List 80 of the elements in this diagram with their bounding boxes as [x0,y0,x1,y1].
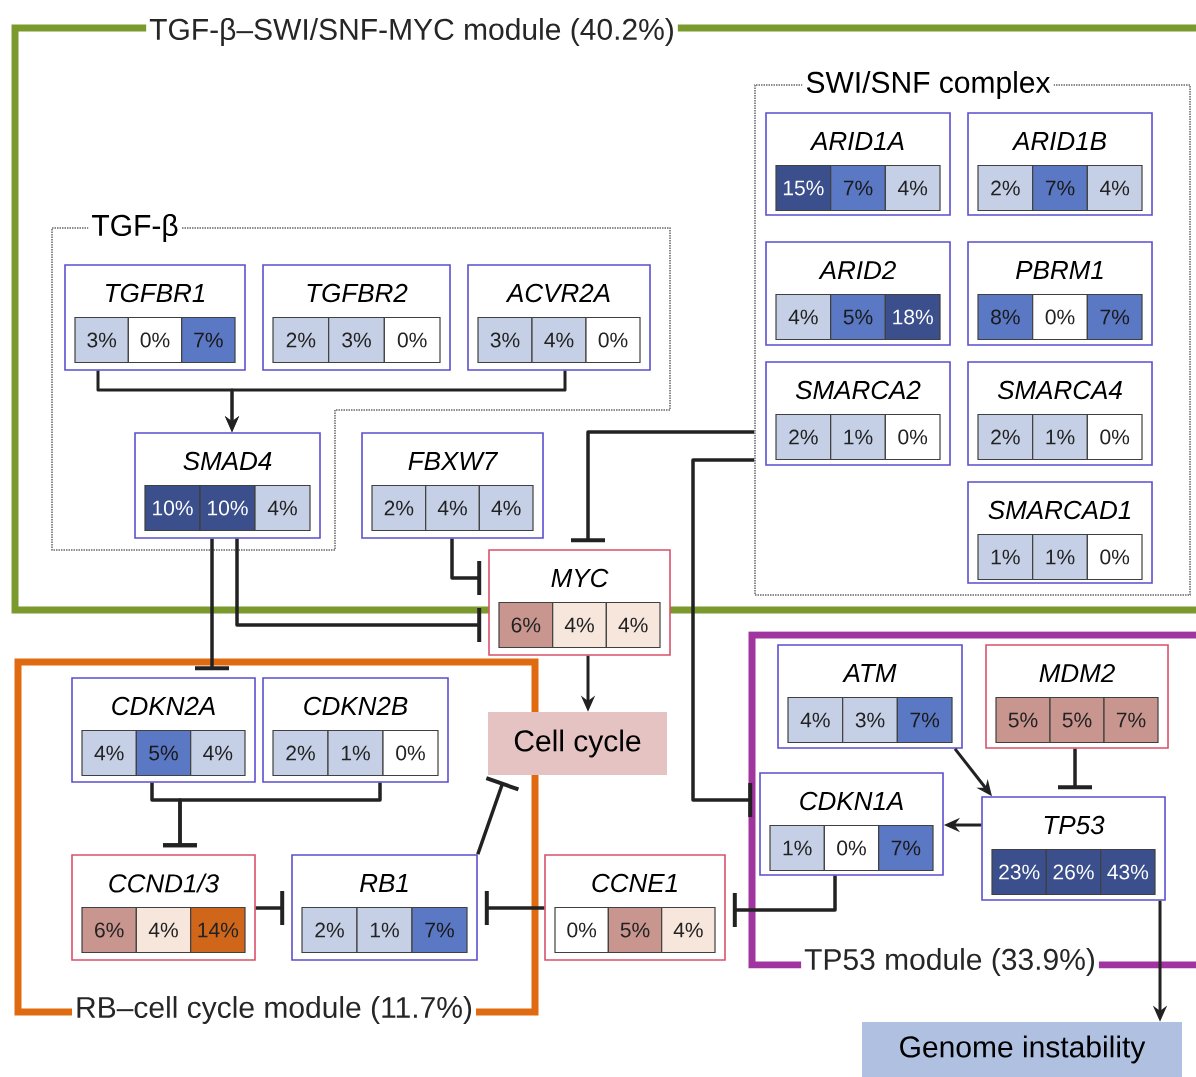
percent-cell: 4% [135,906,192,954]
outcome-box: Cell cycle [488,712,667,775]
percent-cell: 5% [830,293,886,341]
inhibition-arrow [1058,748,1092,790]
percent-cell: 1% [327,729,384,777]
percent-cell: 2% [977,164,1034,212]
percent-cell: 3% [842,696,898,744]
percent-cell: 18% [884,293,941,341]
percent-cell: 0% [1086,413,1143,461]
percent-cell: 23% [991,848,1047,896]
percent-cell: 0% [884,413,941,461]
percent-cell: 4% [81,729,137,777]
percent-cell: 1% [356,906,413,954]
percent-cell: 3% [328,316,385,364]
percent-cell: 1% [1032,413,1088,461]
percent-cell: 0% [554,906,609,954]
percent-cell: 1% [769,824,825,872]
percent-cell: 7% [1103,696,1159,744]
percent-cell: 4% [478,484,534,532]
percent-cell: 4% [787,696,844,744]
percent-cell: 26% [1045,848,1102,896]
percent-cell: 7% [878,824,934,872]
percent-cell: 3% [477,316,533,364]
percent-cell: 0% [1032,293,1088,341]
percent-cell: 2% [977,413,1034,461]
percent-cell: 1% [830,413,886,461]
percent-cell: 2% [301,906,358,954]
percent-cell: 10% [144,484,201,532]
percent-cell: 7% [896,696,953,744]
percent-cell: 4% [254,484,311,532]
node-label: TP53 module (33.9%) [804,948,1094,976]
inhibition-arrow [450,538,482,595]
inhibition-arrow [571,430,755,543]
percent-cell: 4% [531,316,587,364]
percent-cell: 5% [1049,696,1105,744]
percent-cell: 5% [607,906,663,954]
percent-cell: 4% [552,601,607,649]
percent-cell: 1% [1032,533,1088,581]
percent-cell: 4% [884,164,941,212]
percent-cell: 7% [1086,293,1143,341]
inhibition-arrow [732,875,837,927]
percent-cell: 4% [605,601,661,649]
inhibition-arrow [163,782,382,848]
percent-cell: 7% [830,164,886,212]
percent-cell: 5% [135,729,192,777]
percent-cell: 7% [411,906,468,954]
percent-cell: 43% [1100,848,1156,896]
percent-cell: 0% [383,316,441,364]
percent-cell: 4% [425,484,480,532]
percent-cell: 2% [272,316,330,364]
percent-cell: 4% [775,293,832,341]
percent-cell: 2% [371,484,427,532]
inhibition-arrow [255,891,285,925]
percent-cell: 15% [775,164,832,212]
inhibition-arrow [235,538,482,642]
percent-cell: 0% [585,316,641,364]
percent-cell: 1% [977,533,1034,581]
inhibition-arrow [484,891,545,925]
percent-cell: 7% [181,316,236,364]
percent-cell: 10% [199,484,256,532]
percent-cell: 4% [1086,164,1143,212]
percent-cell: 2% [272,729,329,777]
percent-cell: 14% [190,906,246,954]
percent-cell: 4% [661,906,716,954]
inhibition-arrow [691,458,755,817]
percent-cell: 6% [81,906,137,954]
percent-cell: 7% [1032,164,1088,212]
percent-cell: 2% [775,413,832,461]
percent-cell: 3% [74,316,129,364]
outcome-box: Genome instability [862,1022,1182,1077]
node-label: TGF-β–SWI/SNF-MYC module (40.2%) [149,18,673,46]
percent-cell: 0% [1086,533,1143,581]
percent-cell: 4% [190,729,246,777]
percent-cell: 0% [127,316,183,364]
percent-cell: 0% [823,824,880,872]
percent-cell: 8% [977,293,1034,341]
percent-cell: 0% [382,729,439,777]
percent-cell: 6% [498,601,554,649]
inhibition-arrow [195,538,229,671]
percent-cell: 5% [995,696,1051,744]
